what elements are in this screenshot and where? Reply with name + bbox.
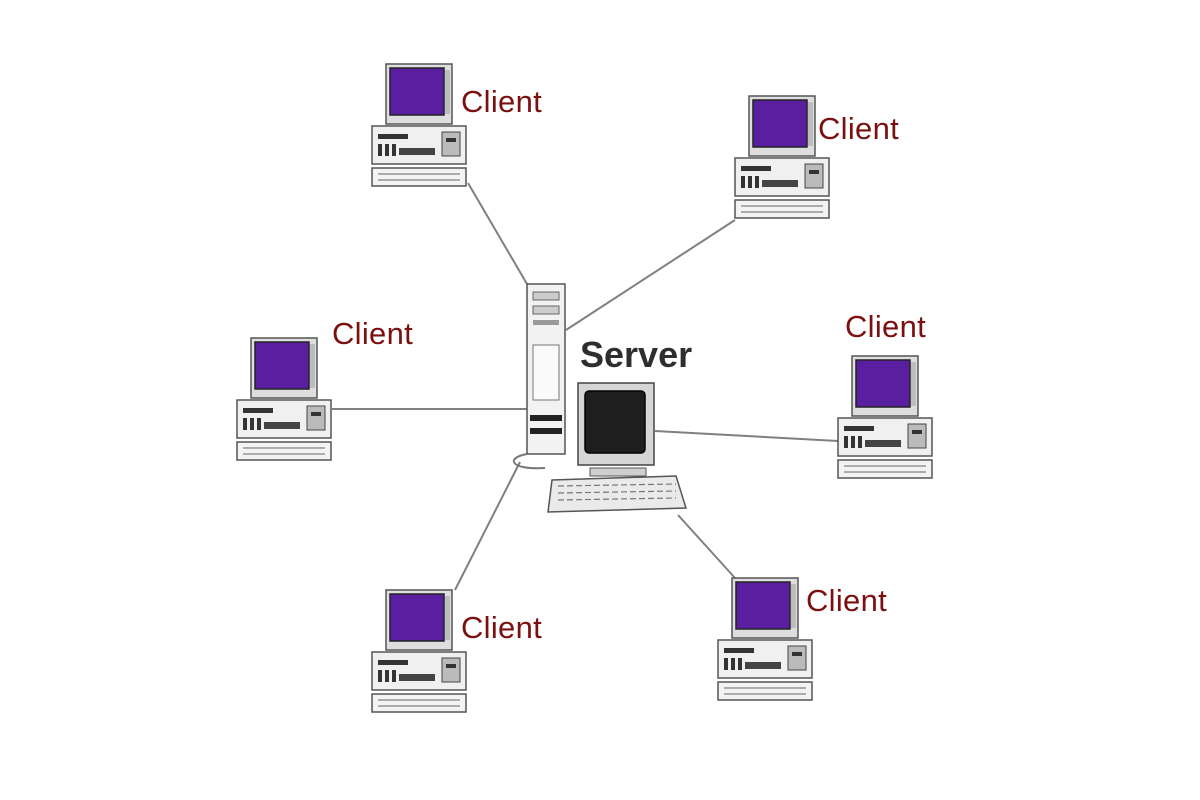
nodes-layer: [236, 63, 933, 713]
connection-line-6: [677, 514, 736, 579]
client-label-6: Client: [806, 583, 888, 618]
connection-line-5: [454, 461, 521, 591]
server-workstation-icon: [512, 283, 688, 513]
client-computer-icon: [371, 63, 467, 187]
client-computer-icon: [734, 95, 830, 219]
client-computer-icon: [717, 577, 813, 701]
client-label-1: Client: [461, 84, 543, 119]
connection-line-2: [565, 219, 736, 331]
connection-line-4: [654, 430, 839, 442]
client-label-4: Client: [845, 309, 927, 344]
connection-line-1: [467, 182, 528, 285]
client-label-2: Client: [818, 111, 900, 146]
client-computer-icon: [371, 589, 467, 713]
client-label-5: Client: [461, 610, 543, 645]
client-computer-icon: [837, 355, 933, 479]
server-label: Server: [580, 334, 693, 375]
client-computer-icon: [236, 337, 332, 461]
client-label-3: Client: [332, 316, 414, 351]
connection-lines: [332, 182, 839, 591]
